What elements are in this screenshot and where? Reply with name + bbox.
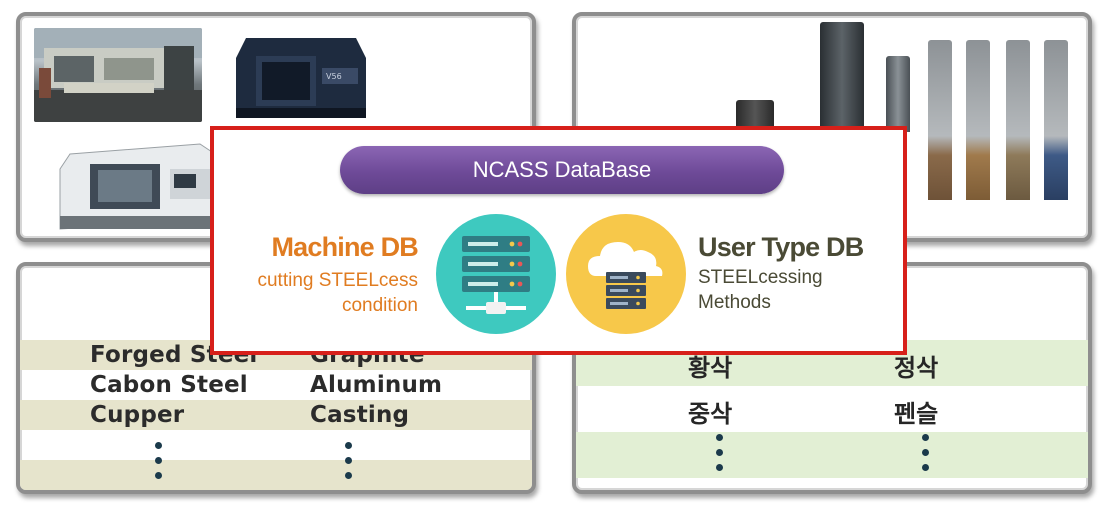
ellipsis-dots: [345, 442, 353, 487]
machine-photos-panel: V56: [16, 12, 536, 242]
tool-shank-2: [886, 56, 910, 132]
ellipsis-dots: [716, 434, 724, 479]
tool-holder: [736, 100, 774, 130]
material-item: Cupper: [90, 402, 185, 428]
machine-photo-1: [34, 28, 202, 122]
method-band-2: [576, 432, 1088, 478]
server-rack-icon: [436, 214, 556, 334]
material-item: Aluminum: [310, 372, 443, 398]
method-item: 중삭: [688, 400, 733, 428]
svg-text:V56: V56: [326, 72, 342, 81]
end-mill-1: [928, 40, 952, 200]
material-band-2: [20, 400, 532, 430]
tool-shank-1: [820, 22, 864, 132]
usertype-db-subtitle: Methods: [698, 292, 771, 313]
database-banner: NCASS DataBase: [340, 146, 784, 194]
material-item: Cabon Steel: [90, 372, 248, 398]
method-item: 정삭: [894, 354, 939, 382]
ellipsis-dots: [922, 434, 930, 479]
ellipsis-dots: [155, 442, 163, 487]
machine-db-subtitle: cutting STEELcess: [257, 270, 418, 291]
method-item: 황삭: [688, 354, 733, 382]
usertype-db-title: User Type DB: [698, 232, 864, 262]
cloud-server-icon: [566, 214, 686, 334]
end-mill-2: [966, 40, 990, 200]
usertype-db-subtitle: STEELcessing: [698, 267, 823, 288]
machine-photo-2: V56: [226, 28, 376, 122]
material-band-3: [20, 460, 532, 490]
machine-photo-3: [50, 134, 240, 234]
end-mill-3: [1006, 40, 1030, 200]
end-mill-4: [1044, 40, 1068, 200]
machine-db-subtitle: condition: [341, 295, 418, 316]
ncass-database-box: NCASS DataBase Machine DB cutting STEELc…: [210, 126, 907, 355]
machine-db-title: Machine DB: [271, 232, 418, 262]
material-item: Casting: [310, 402, 410, 428]
method-item: 펜슬: [894, 400, 939, 428]
